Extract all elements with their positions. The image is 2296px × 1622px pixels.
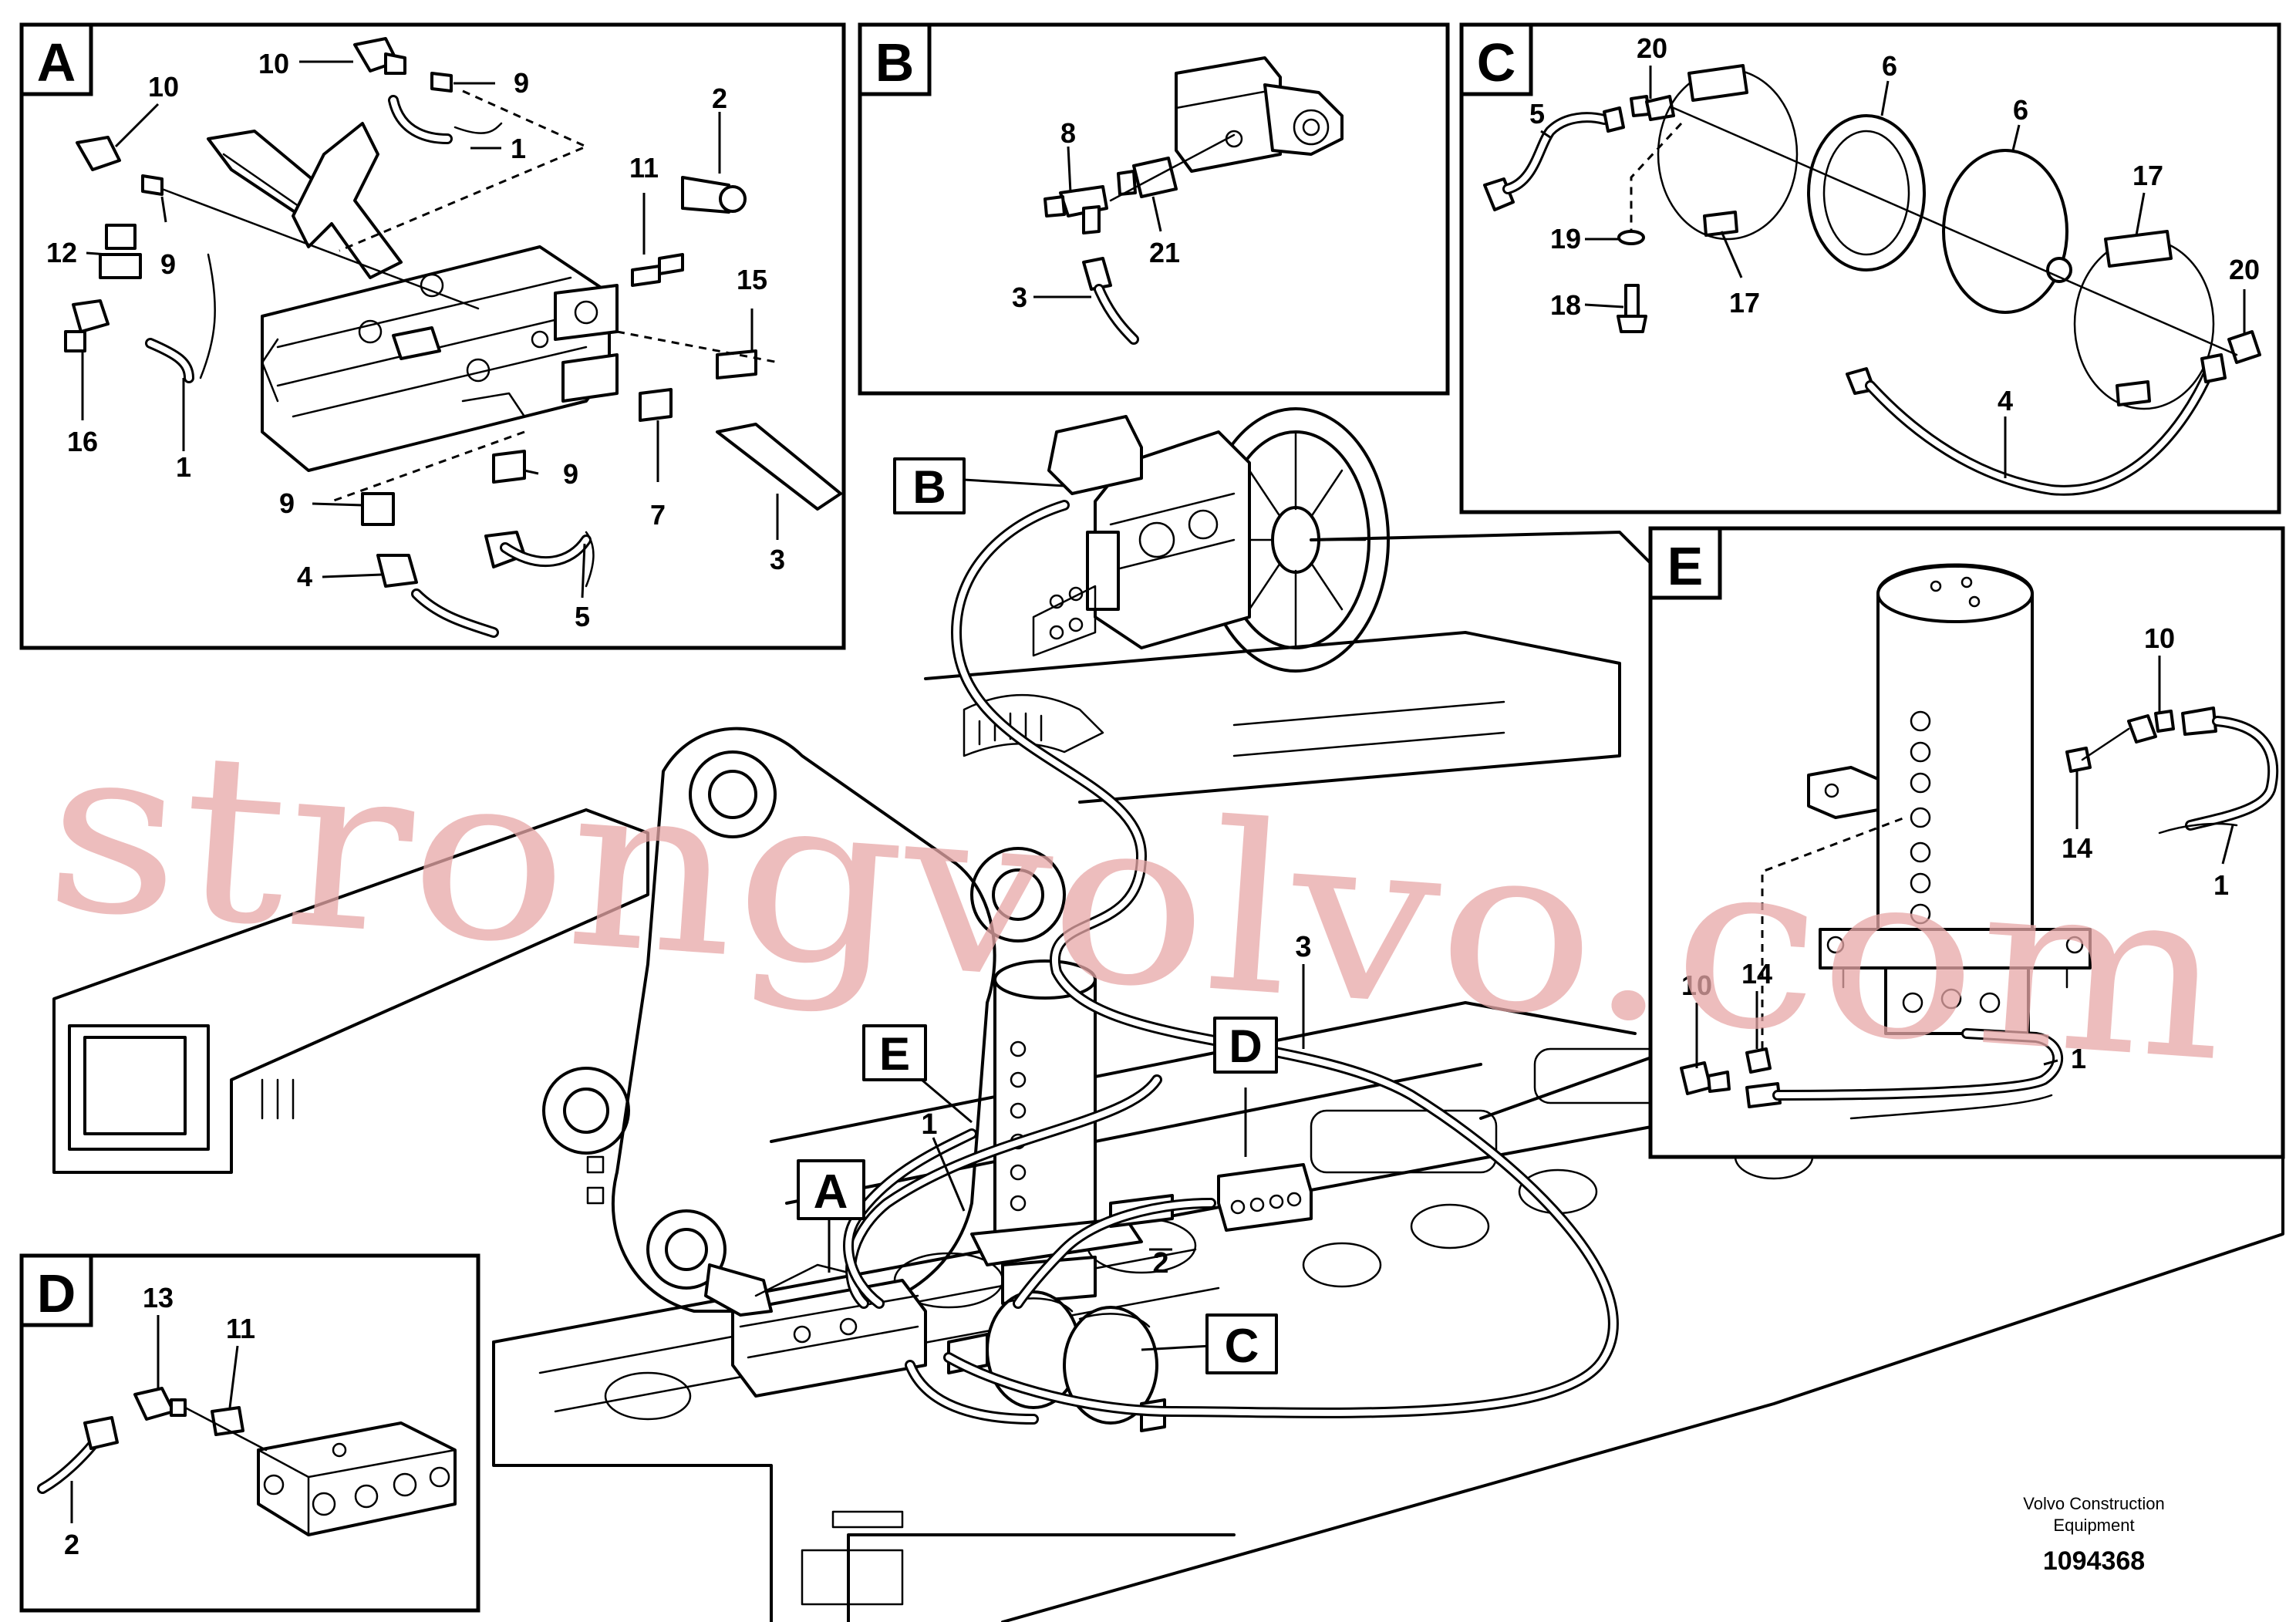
panel-a-label-9-top: 9 bbox=[514, 67, 529, 99]
panel-d-label-11: 11 bbox=[226, 1313, 255, 1344]
caption-company-line1: Volvo Construction bbox=[2023, 1494, 2164, 1513]
main-label-1: 1 bbox=[921, 1108, 937, 1141]
caption-block: Volvo Construction Equipment 1094368 bbox=[2023, 1494, 2164, 1576]
panel-d-letter: D bbox=[37, 1263, 76, 1324]
panel-e-letter: E bbox=[1667, 536, 1704, 596]
panel-e-label-14-bottom: 14 bbox=[1741, 958, 1772, 990]
main-callout-c-letter: C bbox=[1225, 1320, 1259, 1373]
panel-c-label-20-right: 20 bbox=[2229, 254, 2260, 285]
panel-a: A bbox=[19, 22, 846, 650]
caption-company-line2: Equipment bbox=[2053, 1516, 2134, 1535]
panel-c-label-17-left: 17 bbox=[1729, 287, 1760, 319]
panel-c-label-6-left: 6 bbox=[1882, 50, 1897, 82]
main-assembly: B E D A C 3 1 2 bbox=[52, 407, 2284, 1622]
panel-c: C bbox=[1459, 22, 2281, 514]
hydraulic-hoses bbox=[843, 500, 1619, 1425]
panel-b: B 8 21 3 bbox=[858, 22, 1450, 396]
panel-a-label-5: 5 bbox=[575, 601, 590, 632]
main-callout-d: D bbox=[1213, 1017, 1278, 1074]
panel-a-label-7: 7 bbox=[650, 499, 666, 531]
main-callout-b-letter: B bbox=[912, 461, 946, 513]
panel-c-label-5: 5 bbox=[1529, 98, 1545, 130]
main-callout-e: E bbox=[862, 1024, 927, 1081]
panel-a-label-9-lower: 9 bbox=[279, 487, 295, 519]
panel-c-label-17-right: 17 bbox=[2132, 160, 2163, 191]
panel-c-label-19: 19 bbox=[1550, 223, 1581, 255]
main-callout-a-letter: A bbox=[814, 1165, 848, 1219]
panel-c-label-18: 18 bbox=[1550, 289, 1581, 321]
swing-bracket bbox=[542, 727, 1066, 1313]
panel-b-letter: B bbox=[875, 32, 915, 93]
panel-a-label-15: 15 bbox=[737, 264, 767, 295]
main-callout-c: C bbox=[1205, 1313, 1278, 1374]
panel-a-label-4: 4 bbox=[297, 561, 312, 592]
panel-d-label-2: 2 bbox=[64, 1529, 79, 1560]
panel-e-label-14-top: 14 bbox=[2062, 832, 2092, 864]
panel-c-label-6-right: 6 bbox=[2013, 94, 2028, 126]
panel-a-label-12: 12 bbox=[46, 237, 77, 268]
pilot-valve-group bbox=[704, 1263, 1166, 1432]
panel-a-leaders bbox=[81, 60, 779, 599]
main-callout-b: B bbox=[893, 457, 966, 514]
panel-c-label-20-top: 20 bbox=[1637, 32, 1667, 64]
main-label-3: 3 bbox=[1295, 931, 1311, 963]
panel-e-label-10-bottom: 10 bbox=[1681, 969, 1712, 1001]
panel-a-label-1-bottom: 1 bbox=[176, 451, 191, 483]
panel-b-label-8: 8 bbox=[1060, 117, 1076, 149]
caption-drawing-number: 1094368 bbox=[2043, 1546, 2145, 1576]
panel-c-letter: C bbox=[1477, 32, 1516, 93]
distribution-block-main bbox=[1217, 1163, 1313, 1232]
panel-a-label-9-center: 9 bbox=[563, 458, 578, 490]
main-callout-d-letter: D bbox=[1229, 1020, 1262, 1072]
panel-a-label-1-top: 1 bbox=[511, 133, 526, 164]
panel-a-label-3: 3 bbox=[770, 544, 785, 575]
main-callout-a: A bbox=[797, 1159, 865, 1220]
panel-c-label-4: 4 bbox=[1998, 385, 2013, 416]
main-leaders bbox=[828, 478, 1305, 1351]
panel-e-label-1-right: 1 bbox=[2213, 869, 2229, 901]
main-label-2: 2 bbox=[1152, 1247, 1168, 1280]
panel-e-label-10-top: 10 bbox=[2144, 622, 2175, 654]
engine-pump-assembly bbox=[963, 407, 1390, 757]
panel-e: E bbox=[1648, 526, 2285, 1159]
panel-a-label-2: 2 bbox=[712, 83, 727, 114]
panel-b-label-3: 3 bbox=[1012, 282, 1027, 313]
panel-b-label-21: 21 bbox=[1149, 237, 1180, 268]
panel-a-label-10-left: 10 bbox=[148, 71, 179, 103]
panel-a-letter: A bbox=[37, 32, 76, 93]
panel-d: D 13 11 2 bbox=[19, 1253, 480, 1613]
panel-a-label-11: 11 bbox=[629, 152, 659, 184]
panel-a-label-16: 16 bbox=[67, 426, 98, 457]
panel-e-label-1-bottom: 1 bbox=[2071, 1043, 2086, 1074]
panel-a-label-9-left: 9 bbox=[160, 248, 176, 280]
panel-a-label-10-top: 10 bbox=[258, 48, 289, 79]
panel-d-label-13: 13 bbox=[143, 1282, 174, 1313]
main-callout-e-letter: E bbox=[879, 1028, 910, 1080]
swivel-joint bbox=[970, 959, 1174, 1305]
